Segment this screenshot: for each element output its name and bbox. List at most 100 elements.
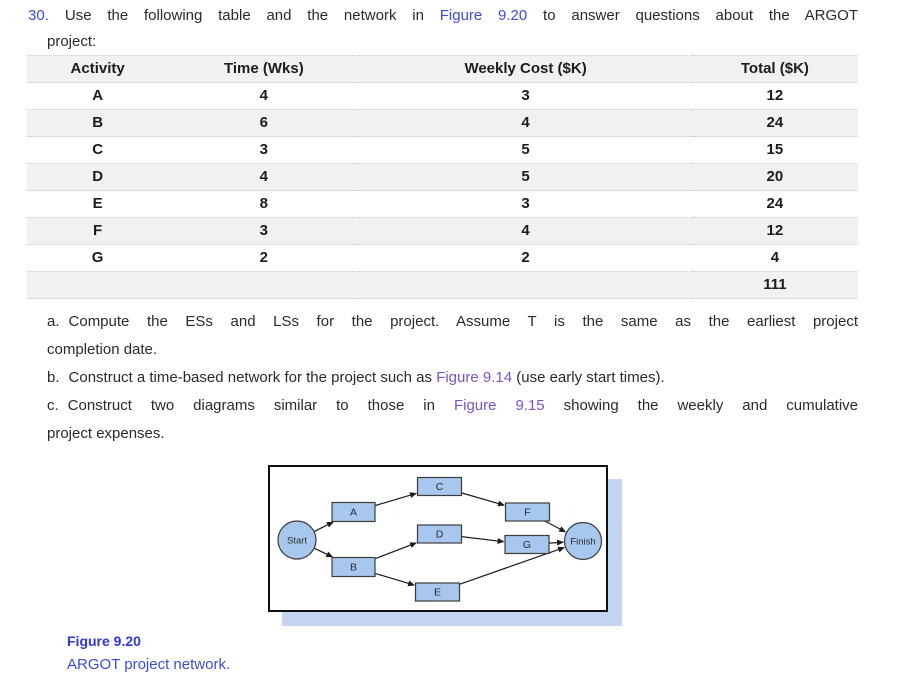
item-a-line-2: completion date. <box>47 341 158 358</box>
network-node-A <box>331 501 376 523</box>
item-a-line-1: a. Compute the ESs and LSs for the projec… <box>47 308 858 336</box>
network-edge-A-C <box>374 492 418 507</box>
table-cell: 3 <box>359 190 692 218</box>
network-edge-Start-A <box>313 521 334 533</box>
table-cell: 6 <box>168 109 360 137</box>
table-cell: 3 <box>359 82 692 110</box>
network-node-D <box>416 524 463 544</box>
table-cell: 3 <box>168 136 360 164</box>
network-node-E <box>414 582 461 602</box>
item-b-text-after-link: (use early start times). <box>512 369 665 386</box>
network-node-B <box>331 556 376 578</box>
table-cell: 24 <box>691 190 858 218</box>
network-edge-D-G <box>461 536 505 544</box>
question-item-a: a. Compute the ESs and LSs for the projec… <box>47 308 858 364</box>
item-c-label: c. <box>47 397 59 414</box>
table-cell: 12 <box>691 217 858 245</box>
network-node-label-F: F <box>524 507 530 519</box>
table-total-row: 111 <box>27 271 858 299</box>
item-a-text: Compute the ESs and LSs for the project.… <box>68 313 858 330</box>
table-cell <box>168 271 360 299</box>
table-cell: E <box>27 190 169 218</box>
intro-text-before-link: Use the following table and the network … <box>64 7 440 24</box>
table-cell: 111 <box>691 271 858 299</box>
table-cell: D <box>27 163 169 191</box>
table-cell: 20 <box>691 163 858 191</box>
item-c-text-after-link: showing the weekly and cumulative <box>544 397 859 414</box>
item-c-line-1: c. Construct two diagrams similar to thos… <box>47 392 858 420</box>
table-cell: 5 <box>359 163 692 191</box>
table-cell: 2 <box>168 244 360 272</box>
network-edge-C-F <box>461 492 506 507</box>
network-edge-G-Finish <box>548 539 565 546</box>
table-cell: B <box>27 109 169 137</box>
figure-9-14-link[interactable]: Figure 9.14 <box>436 369 513 386</box>
network-node-label-Finish: Finish <box>570 537 595 548</box>
table-cell: 24 <box>691 109 858 137</box>
network-node-label-G: G <box>523 539 531 551</box>
network-node-label-E: E <box>434 587 441 599</box>
item-b-text-before-link: Construct a time-based network for the p… <box>68 369 437 386</box>
network-edge-B-E <box>374 572 416 587</box>
table-cell <box>27 271 169 299</box>
table-cell: 2 <box>359 244 692 272</box>
table-cell: 12 <box>691 82 858 110</box>
network-node-label-Start: Start <box>287 536 307 547</box>
intro-line-1: 30. Use the following table and the netwo… <box>28 3 858 29</box>
table-cell: 4 <box>359 217 692 245</box>
table-header-cell: Total ($K) <box>691 55 858 83</box>
figure-9-20-link[interactable]: Figure 9.20 <box>439 7 528 24</box>
table-cell: F <box>27 217 169 245</box>
network-node-Finish <box>563 521 603 561</box>
table-cell: 4 <box>359 109 692 137</box>
table-cell <box>359 271 692 299</box>
network-edge-B-D <box>374 542 418 560</box>
item-a-label: a. <box>47 313 60 330</box>
caption-text: ARGOT project network. <box>67 656 231 673</box>
sub-questions: a. Compute the ESs and LSs for the projec… <box>0 308 858 448</box>
problem-number: 30. <box>28 7 49 24</box>
table-cell: C <box>27 136 169 164</box>
network-node-F <box>504 502 551 522</box>
item-b-line-1: b.Construct a time-based network for the… <box>47 364 858 392</box>
table-cell: 4 <box>691 244 858 272</box>
figure-9-15-link[interactable]: Figure 9.15 <box>453 397 545 414</box>
network-node-label-B: B <box>350 562 357 574</box>
network-node-label-D: D <box>436 529 444 541</box>
network-edge-F-Finish <box>544 520 567 533</box>
network-node-C <box>416 476 463 497</box>
problem-intro: 30. Use the following table and the netwo… <box>0 3 858 54</box>
table-cell: G <box>27 244 169 272</box>
network-edge-Start-B <box>313 547 334 558</box>
network-node-label-C: C <box>436 481 444 493</box>
table-cell: 4 <box>168 82 360 110</box>
table-cell: 3 <box>168 217 360 245</box>
table-cell: 8 <box>168 190 360 218</box>
table-header-cell: Activity <box>27 55 169 83</box>
item-c-line-2: project expenses. <box>47 425 165 442</box>
table-cell: 15 <box>691 136 858 164</box>
network-node-Start <box>277 520 317 560</box>
table-cell: 4 <box>168 163 360 191</box>
intro-text-after-link: to answer questions about the ARGOT <box>527 7 858 24</box>
question-item-c: c. Construct two diagrams similar to thos… <box>47 392 858 448</box>
item-c-text-before-link: Construct two diagrams similar to those … <box>67 397 454 414</box>
network-node-G <box>504 534 550 555</box>
table-header-cell: Time (Wks) <box>168 55 360 83</box>
table-header-cell: Weekly Cost ($K) <box>359 55 692 83</box>
question-item-b: b.Construct a time-based network for the… <box>47 364 858 392</box>
